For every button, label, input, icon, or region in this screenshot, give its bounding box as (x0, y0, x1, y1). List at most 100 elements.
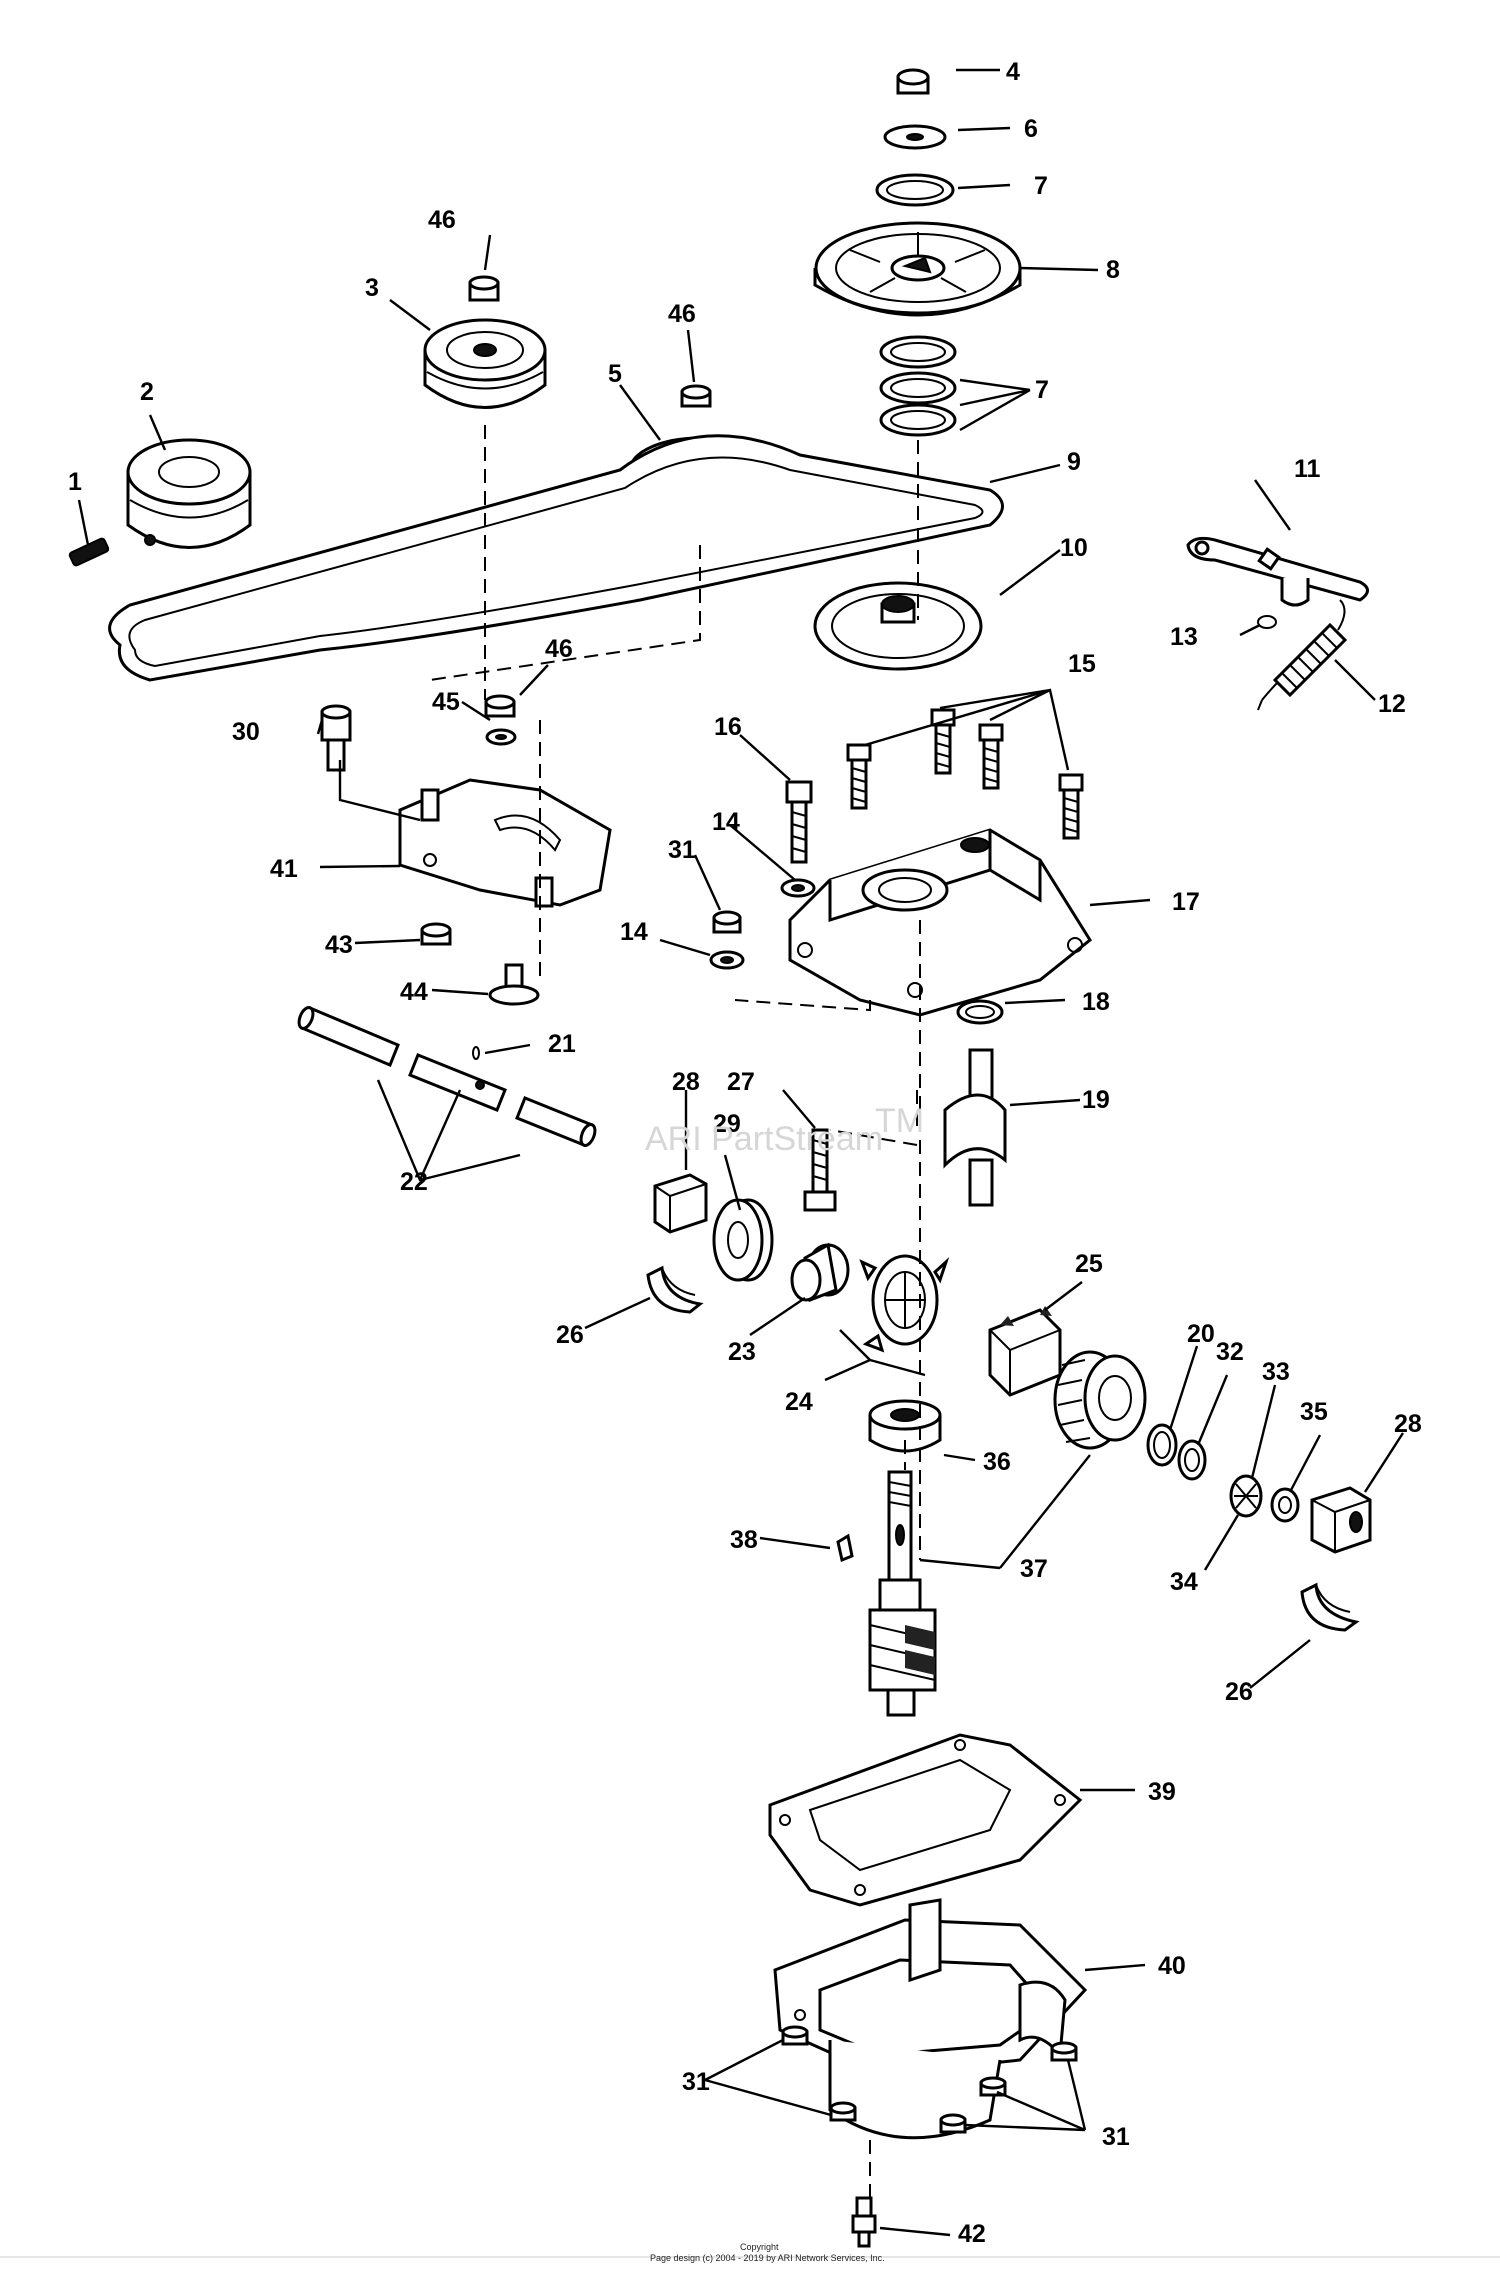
callout-14-top: 14 (712, 808, 740, 836)
part-woodruff-key (836, 1533, 854, 1563)
part-snap-ring (1146, 1423, 1178, 1467)
part-disc-plate (813, 581, 983, 671)
callout-29: 29 (713, 1110, 741, 1138)
part-washer-35 (1270, 1487, 1300, 1523)
part-nut-top (468, 275, 500, 302)
callout-2: 2 (140, 378, 154, 406)
callout-18: 18 (1082, 988, 1110, 1016)
part-washer (883, 124, 947, 150)
part-e-clip (1257, 615, 1277, 629)
part-nut-mid (680, 384, 712, 408)
callout-38: 38 (730, 1526, 758, 1554)
callout-16: 16 (714, 713, 742, 741)
callout-15: 15 (1068, 650, 1096, 678)
callout-11: 11 (1294, 455, 1321, 483)
alignment-lines (429, 425, 921, 2200)
callout-19: 19 (1082, 1086, 1110, 1114)
callout-35: 35 (1300, 1398, 1328, 1426)
part-spacer-stack (879, 335, 957, 437)
footer-copyright-text: Page design (c) 2004 - 2019 by ARI Netwo… (650, 2253, 885, 2263)
part-engine-pulley (126, 438, 252, 549)
watermark: ARI PartStream (645, 1120, 883, 1158)
part-washer-32 (1177, 1439, 1207, 1481)
callout-24: 24 (785, 1388, 813, 1416)
part-axle-shafts (297, 1006, 597, 1147)
part-lower-housing (773, 1898, 1088, 2140)
callout-33: 33 (1262, 1358, 1290, 1386)
callout-22: 22 (400, 1168, 428, 1196)
callout-13: 13 (1170, 623, 1198, 651)
callout-46-mid: 46 (668, 300, 696, 328)
callout-43: 43 (325, 931, 353, 959)
callout-41: 41 (270, 855, 298, 883)
callout-5: 5 (608, 360, 622, 388)
callout-12: 12 (1378, 690, 1406, 718)
callout-28-right: 28 (1394, 1410, 1422, 1438)
callout-21: 21 (548, 1030, 576, 1058)
callout-1: 1 (68, 468, 82, 496)
part-shift-fork (943, 1048, 1007, 1207)
callout-30: 30 (232, 718, 260, 746)
callout-44: 44 (400, 978, 428, 1006)
callout-4: 4 (1006, 58, 1020, 86)
callout-28-left: 28 (672, 1068, 700, 1096)
part-clutch-gear (859, 1254, 950, 1353)
callout-27: 27 (727, 1068, 755, 1096)
part-washer-14-top (780, 878, 816, 898)
part-washer-14-bottom (709, 950, 745, 970)
leader-lines (77, 68, 1405, 2237)
callout-32: 32 (1216, 1338, 1244, 1366)
callout-26-right: 26 (1225, 1678, 1253, 1706)
callout-6: 6 (1024, 115, 1038, 143)
callout-25: 25 (1075, 1250, 1103, 1278)
watermark-tm: TM (875, 1102, 924, 1140)
callout-labels: 1 2 3 4 5 6 7 7 8 9 10 11 12 13 14 14 15… (68, 58, 1422, 2248)
part-nut-43 (420, 922, 452, 946)
part-spacer-top (875, 173, 955, 207)
callout-26-left: 26 (556, 1321, 584, 1349)
callout-20: 20 (1187, 1320, 1215, 1348)
part-oil-seal (956, 999, 1004, 1025)
part-shoulder-bolt (320, 704, 352, 772)
callout-39: 39 (1148, 1778, 1176, 1806)
callout-31-right: 31 (1102, 2123, 1130, 2151)
part-main-pulley (813, 221, 1022, 317)
part-idler-bracket (398, 778, 612, 908)
part-grease-fitting (851, 2196, 877, 2248)
callout-40: 40 (1158, 1952, 1186, 1980)
part-v-belt (108, 434, 1004, 682)
part-nut-46-lower (484, 694, 516, 718)
part-gasket (768, 1733, 1083, 1907)
part-bolt-27 (803, 1128, 837, 1212)
callout-8: 8 (1106, 256, 1120, 284)
part-bearing-block-left (653, 1173, 708, 1234)
callout-34: 34 (1170, 1568, 1198, 1596)
part-top-nut (896, 68, 930, 95)
callout-7-top: 7 (1034, 172, 1048, 200)
part-bolt-16 (785, 780, 813, 864)
footer-copyright-label: Copyright (740, 2242, 779, 2252)
part-small-key (472, 1046, 480, 1060)
part-stud-44 (488, 963, 540, 1006)
part-set-screw (68, 537, 110, 567)
part-collar (712, 1198, 774, 1282)
callout-37: 37 (1020, 1555, 1048, 1583)
part-worm-shaft (868, 1470, 937, 1717)
part-bearing-block-right (1310, 1486, 1372, 1554)
part-nuts-31-lower (781, 2025, 1078, 2134)
callout-46-lower: 46 (545, 635, 573, 663)
callout-42: 42 (958, 2220, 986, 2248)
part-spring (1257, 599, 1348, 711)
callout-14-bottom: 14 (620, 918, 648, 946)
callout-23: 23 (728, 1338, 756, 1366)
part-spur-gear (1053, 1350, 1147, 1450)
callout-31-top: 31 (668, 836, 696, 864)
callout-9: 9 (1067, 448, 1081, 476)
callout-31-left: 31 (682, 2068, 710, 2096)
callout-45: 45 (432, 688, 460, 716)
part-thrust-bearing (1229, 1474, 1263, 1518)
part-bearing-cap-left (646, 1265, 704, 1314)
callout-3: 3 (365, 274, 379, 302)
part-pinion-sprocket (988, 1306, 1062, 1397)
